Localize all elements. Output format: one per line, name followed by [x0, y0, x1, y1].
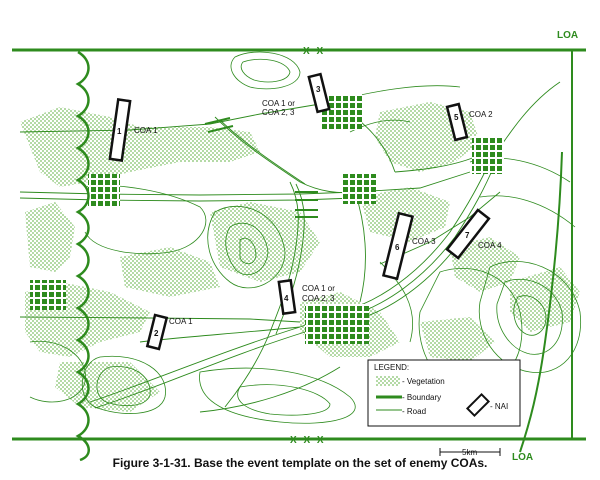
vegetation-area	[120, 247, 220, 297]
contour-line	[84, 185, 207, 255]
road	[394, 156, 476, 173]
boundary-label-top: X X	[303, 46, 325, 57]
nai-5-coa: COA 2	[469, 110, 493, 119]
nai-7[interactable]: 7 COA 4	[445, 208, 502, 260]
nai-4[interactable]: 4 COA 1 or COA 2, 3	[277, 278, 335, 316]
bridges	[204, 117, 318, 218]
nai-2-coa: COA 1	[169, 317, 193, 326]
contour-line	[96, 366, 151, 407]
figure-caption: Figure 3-1-31. Base the event template o…	[112, 456, 488, 470]
contour-line	[479, 195, 576, 228]
nai-3[interactable]: 3 COA 1 or COA 2, 3	[262, 72, 331, 117]
road	[94, 331, 306, 409]
boundaries	[12, 48, 586, 453]
town	[305, 304, 369, 344]
contour-line	[225, 222, 269, 275]
contour-line	[239, 237, 257, 265]
road	[339, 161, 491, 313]
svg-text:1: 1	[117, 127, 122, 136]
vegetation-area	[420, 317, 495, 362]
legend-title: LEGEND:	[374, 363, 409, 372]
contour-line	[199, 367, 356, 424]
road	[89, 311, 341, 403]
contour-line	[496, 278, 563, 355]
flot-scallops	[75, 50, 90, 462]
svg-text:6: 6	[395, 243, 400, 252]
loa-label-top: LOA	[557, 30, 578, 41]
nai-7-coa: COA 4	[478, 241, 502, 250]
contour-line	[478, 260, 582, 374]
nai-1-coa: COA 1	[134, 126, 158, 135]
road	[199, 366, 341, 413]
nai-6[interactable]: 6 COA 3	[381, 211, 436, 281]
legend-box	[367, 359, 521, 427]
vegetation-area	[510, 267, 580, 332]
town	[322, 94, 362, 130]
contour-line	[237, 384, 331, 416]
towns	[30, 94, 504, 344]
nai-4-coa-line2: COA 2, 3	[302, 294, 335, 303]
loa-label-bottom: LOA	[512, 452, 533, 463]
flot-line	[75, 50, 90, 462]
bridge	[295, 209, 318, 218]
nai-6-coa: COA 3	[412, 237, 436, 246]
contour-line	[29, 340, 86, 403]
nai-5[interactable]: 5 COA 2	[445, 102, 493, 142]
nai-group: 1 COA 1 2 COA 1 3 COA 1 or COA 2, 3 4 CO…	[108, 72, 502, 351]
legend: LEGEND: - Vegetation - Boundary - Road -…	[367, 359, 521, 427]
legend-boundary-label: - Boundary	[402, 393, 441, 402]
svg-text:5: 5	[454, 113, 459, 122]
contour-line	[207, 205, 286, 289]
vegetation-area	[210, 202, 320, 282]
road	[19, 103, 321, 133]
svg-text:7: 7	[465, 231, 470, 240]
scale-bar: 5km	[439, 448, 501, 457]
loa-curve-right	[519, 151, 563, 453]
scale-label: 5km	[462, 448, 477, 457]
legend-vegetation-label: - Vegetation	[402, 377, 445, 386]
legend-vegetation-swatch	[376, 376, 400, 386]
town	[88, 174, 120, 208]
legend-nai-label: - NAI	[490, 402, 508, 411]
town	[30, 280, 66, 310]
nai-3-coa-line2: COA 2, 3	[262, 108, 295, 117]
svg-text:3: 3	[316, 85, 321, 94]
town	[342, 174, 376, 204]
boundary-label-bottom: X X X	[290, 435, 326, 446]
contour-line	[230, 51, 301, 90]
nai-3-coa-line1: COA 1 or	[262, 99, 295, 108]
contour-line	[240, 58, 291, 83]
road	[344, 163, 496, 318]
nai-4-coa-line1: COA 1 or	[302, 284, 335, 293]
vegetation-area	[25, 202, 75, 272]
legend-road-label: - Road	[402, 407, 426, 416]
legend-nai-swatch	[465, 392, 491, 418]
svg-text:2: 2	[154, 329, 159, 338]
vegetation-area	[450, 237, 520, 292]
nai-1[interactable]: 1 COA 1	[108, 98, 158, 162]
vegetation-area	[20, 107, 260, 187]
road	[379, 191, 501, 265]
road	[214, 116, 356, 194]
contour-line	[513, 295, 547, 336]
svg-text:4: 4	[284, 294, 289, 303]
bridge	[295, 191, 318, 201]
bridge	[204, 117, 234, 133]
nai-2[interactable]: 2 COA 1	[145, 313, 193, 351]
town	[472, 136, 504, 174]
contour-line	[81, 355, 166, 414]
road	[19, 197, 356, 202]
vegetation-area	[55, 362, 160, 412]
